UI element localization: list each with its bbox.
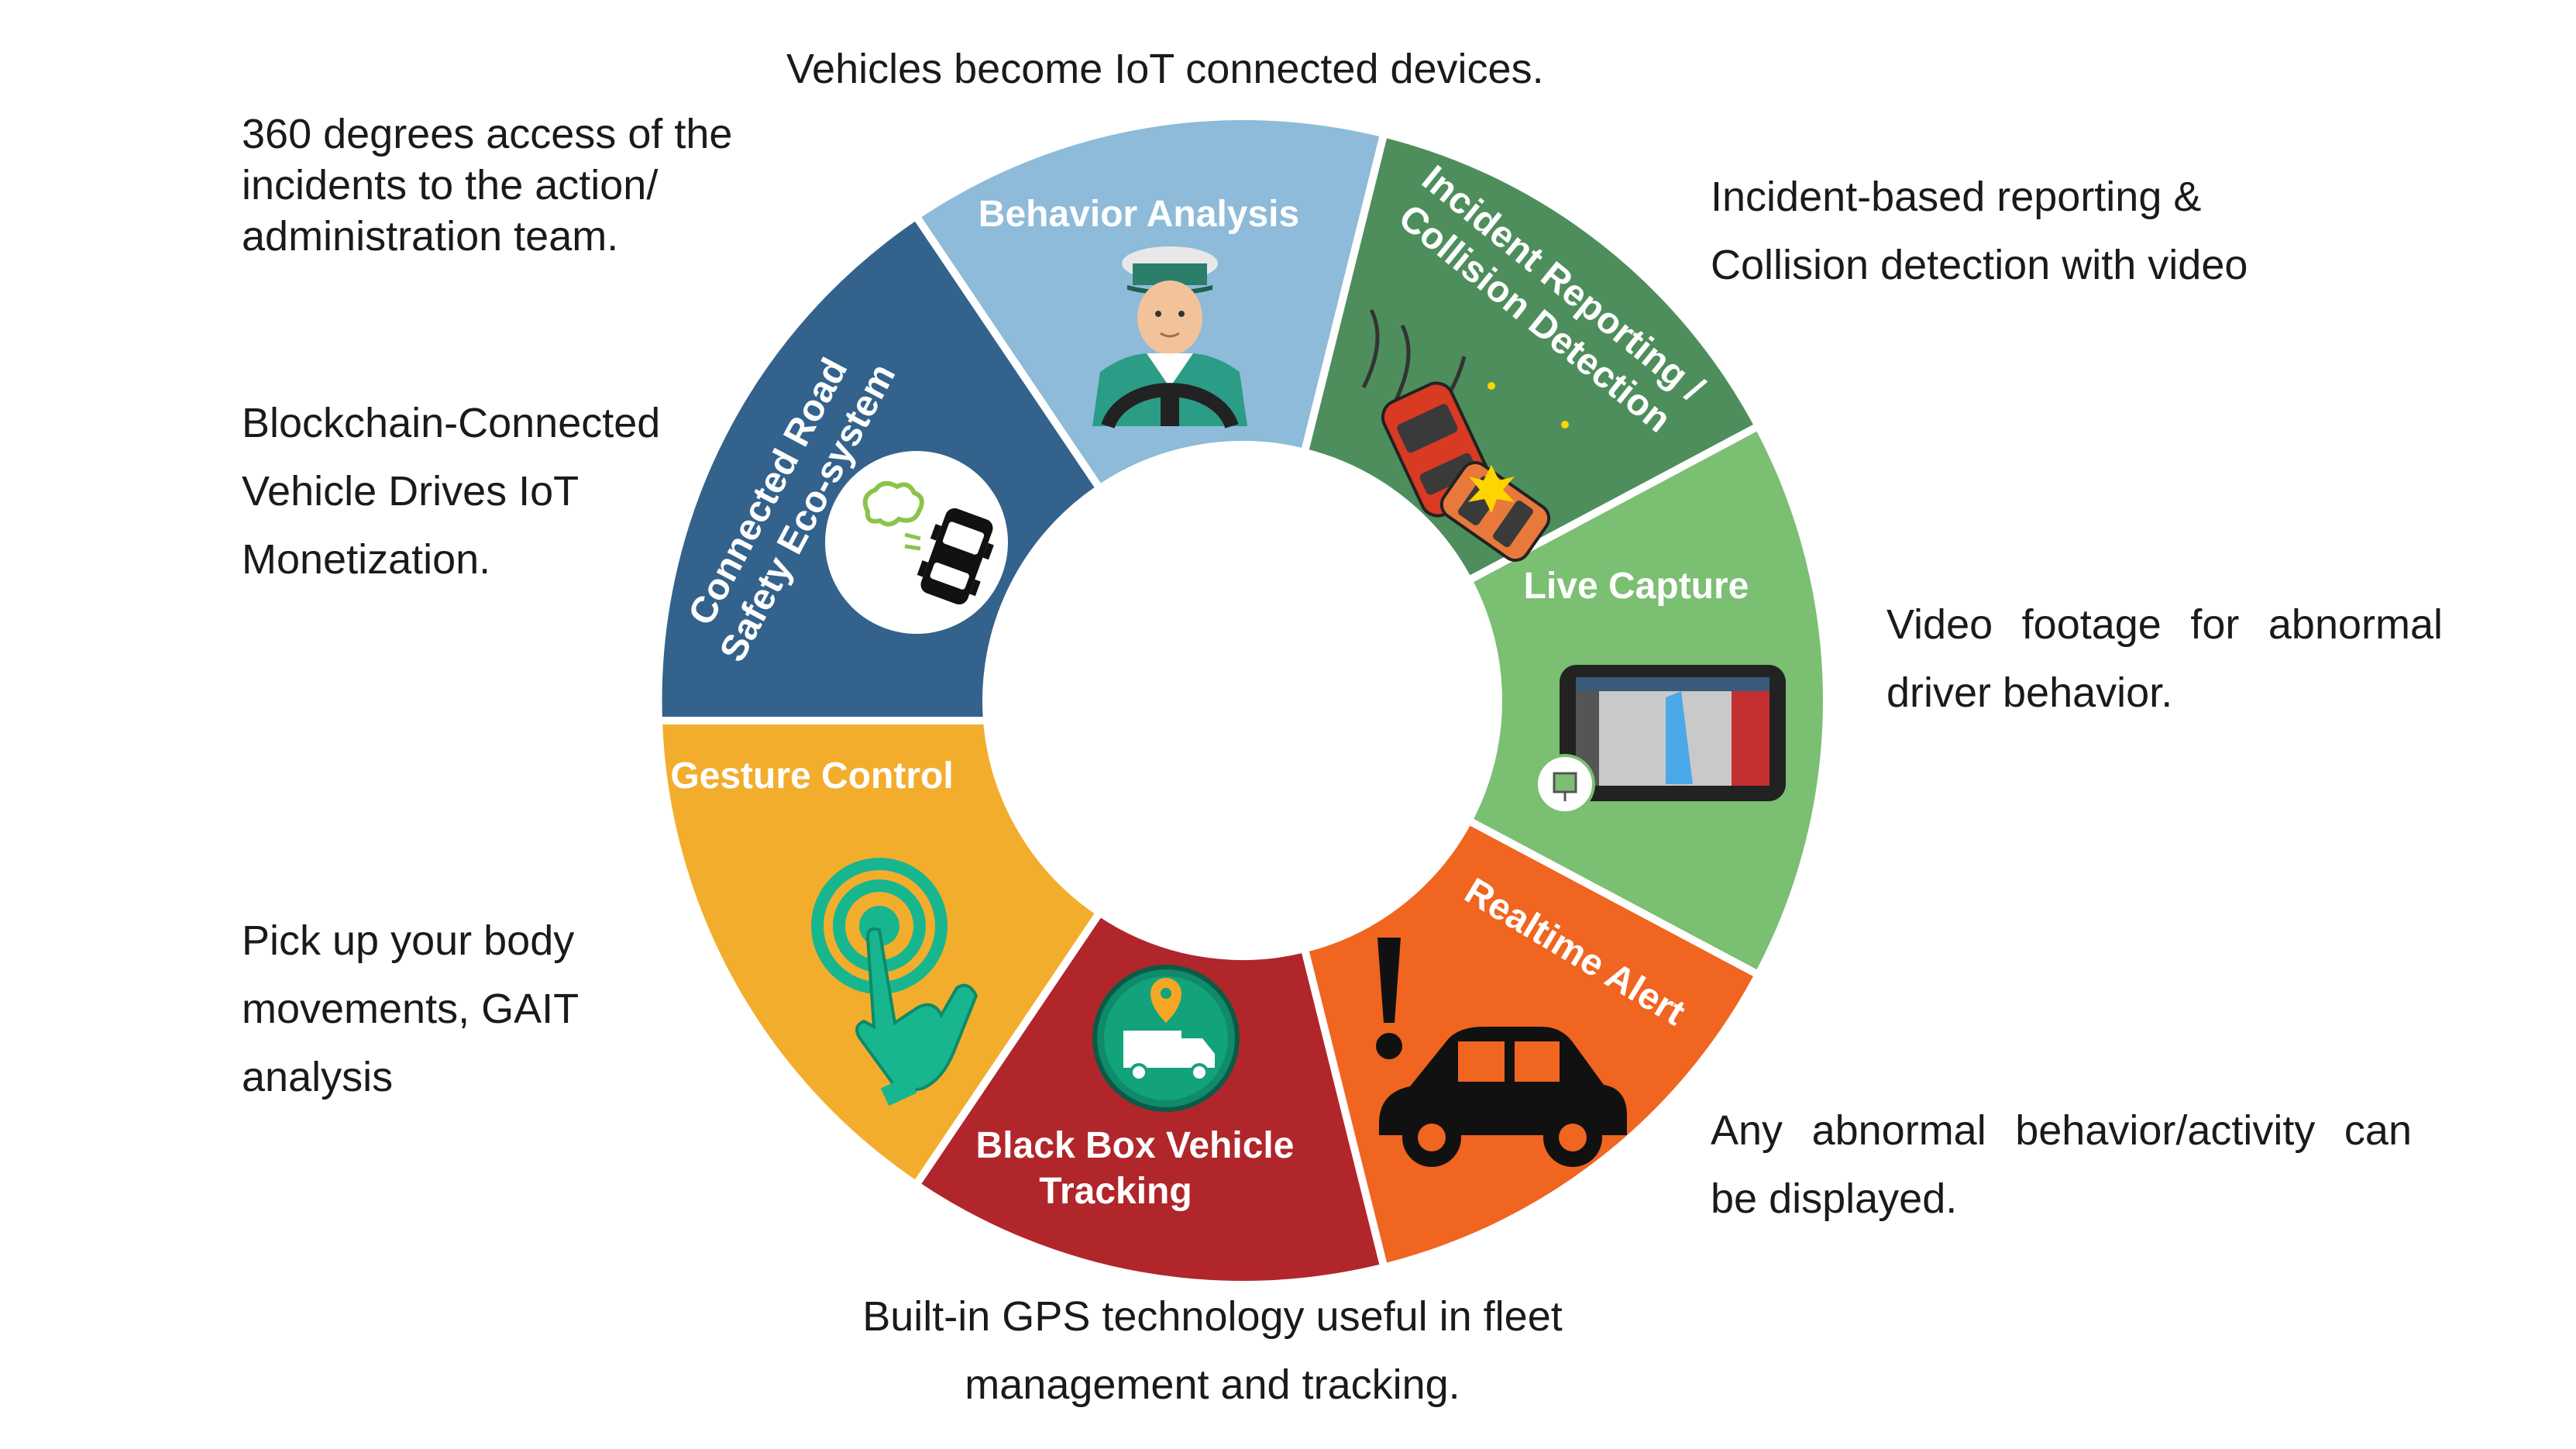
caption-abnormal-line1: Any abnormal behavior/activity can [1711, 1107, 2412, 1154]
car-emission-icon [825, 451, 1008, 634]
caption-access-line1: 360 degrees access of the [242, 111, 733, 157]
label-gesture-control: Gesture Control [670, 755, 953, 797]
caption-gps: Built-in GPS technology useful in fleet … [775, 1282, 1650, 1419]
caption-gait-line1: Pick up your body [242, 917, 575, 964]
caption-access-line3: administration team. [242, 213, 619, 260]
caption-abnormal-line2: be displayed. [1711, 1175, 1958, 1222]
truck-location-icon [1092, 965, 1240, 1112]
caption-incident: Incident-based reporting & Collision det… [1711, 163, 2248, 299]
car-collision-icon [1361, 308, 1569, 562]
caption-access-line2: incidents to the action/ [242, 162, 659, 208]
caption-gait-line2: movements, GAIT [242, 986, 580, 1032]
label-live-capture: Live Capture [1524, 566, 1749, 607]
label-behavior-analysis: Behavior Analysis [978, 194, 1299, 235]
gps-device-icon [1535, 665, 1786, 814]
caption-access: 360 degrees access of the incidents to t… [242, 108, 732, 262]
driver-icon [1092, 246, 1247, 429]
caption-iot-line: Vehicles become IoT connected devices. [786, 46, 1544, 92]
caption-abnormal: Any abnormal behavior/activity can be di… [1711, 1096, 2412, 1233]
caption-blockchain-line3: Monetization. [242, 536, 491, 583]
caption-gait-line3: analysis [242, 1054, 394, 1100]
caption-gps-line2: management and tracking. [965, 1361, 1460, 1408]
caption-gps-line1: Built-in GPS technology useful in fleet [862, 1293, 1563, 1340]
car-alert-icon [1376, 938, 1627, 1167]
caption-video-line1: Video footage for abnormal [1886, 601, 2443, 648]
label-black-box-line2: Tracking [1039, 1171, 1192, 1212]
caption-incident-line2: Collision detection with video [1711, 242, 2248, 288]
caption-video-line2: driver behavior. [1886, 669, 2173, 716]
caption-blockchain: Blockchain-Connected Vehicle Drives IoT … [242, 389, 660, 594]
caption-video: Video footage for abnormal driver behavi… [1886, 590, 2443, 727]
hand-tap-icon [811, 858, 978, 1107]
caption-incident-line1: Incident-based reporting & [1711, 174, 2202, 220]
label-black-box-line1: Black Box Vehicle [976, 1125, 1295, 1166]
caption-gait: Pick up your body movements, GAIT analys… [242, 907, 579, 1111]
caption-blockchain-line1: Blockchain-Connected [242, 400, 661, 446]
caption-blockchain-line2: Vehicle Drives IoT [242, 468, 580, 515]
caption-iot: Vehicles become IoT connected devices. [786, 35, 1544, 103]
